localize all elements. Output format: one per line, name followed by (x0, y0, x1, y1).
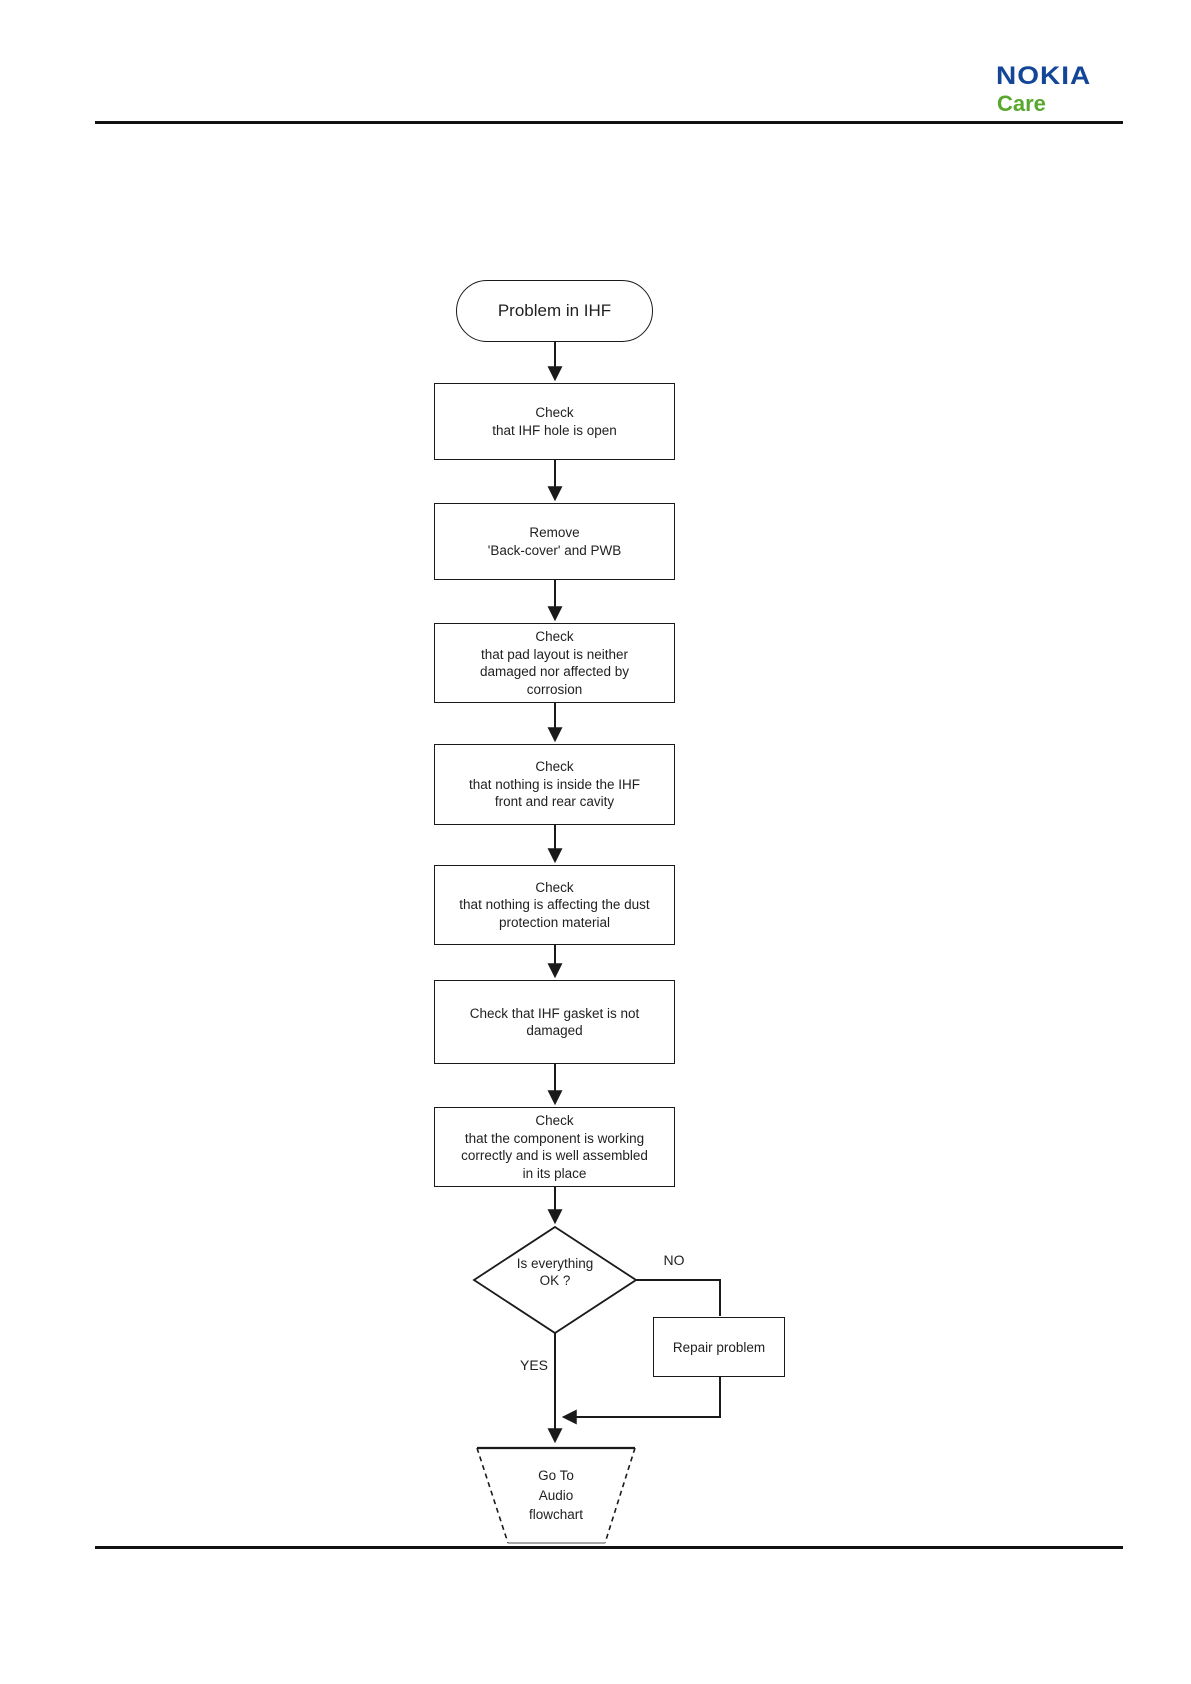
step-text-line: 'Back-cover' and PWB (487, 542, 622, 558)
no-branch-line (636, 1279, 721, 1316)
start-terminator: Problem in IHF (456, 280, 653, 342)
flow-arrows (547, 342, 721, 1444)
terminal-trapezoid-shape (476, 1446, 636, 1544)
step-remove-back-cover: Remove 'Back-cover' and PWB (434, 503, 675, 580)
step-text-line: in its place (522, 1165, 587, 1181)
step-text-line: protection material (498, 914, 611, 930)
repair-problem-label: Repair problem (672, 1339, 766, 1355)
step-text-line: damaged (526, 1023, 583, 1038)
step-text-line: Check (535, 1113, 574, 1128)
header-rule (95, 121, 1123, 124)
decision-diamond-shape (472, 1225, 638, 1335)
terminal-text-line: flowchart (528, 1507, 584, 1522)
step-check-pad-layout: Check that pad layout is neither damaged… (434, 623, 675, 703)
repair-problem-box: Repair problem (653, 1317, 785, 1377)
decision-is-everything-ok: Is everything OK ? (474, 1255, 636, 1289)
decision-text-line: Is everything (516, 1256, 594, 1271)
terminal-text-line: Audio (538, 1487, 574, 1503)
step-text-line: Remove (529, 525, 580, 540)
step-text-line: corrosion (526, 681, 583, 697)
repair-return-line (561, 1377, 721, 1425)
nokia-logo: NOKIA (996, 62, 1092, 90)
step-text-line: that nothing is inside the IHF (468, 776, 641, 792)
footer-rule (95, 1546, 1123, 1549)
terminal-text-line: Go To (538, 1468, 574, 1483)
step-check-component: Check that the component is working corr… (434, 1107, 675, 1187)
step-check-ihf-gasket: Check that IHF gasket is not damaged (434, 980, 675, 1064)
step-text-line: damaged nor affected by (479, 664, 630, 679)
step-text-line: Check (535, 759, 574, 775)
step-text-line: that pad layout is neither (480, 646, 629, 662)
step-text-line: Check (535, 879, 574, 895)
step-check-ihf-cavity: Check that nothing is inside the IHF fro… (434, 744, 675, 825)
start-label: Problem in IHF (497, 301, 612, 320)
step-text-line: that IHF hole is open (492, 422, 617, 438)
decision-text-line: OK ? (539, 1273, 571, 1288)
step-check-ihf-hole: Check that IHF hole is open (434, 383, 675, 460)
nokia-care-logo: Care (997, 91, 1046, 116)
step-check-dust-protection: Check that nothing is affecting the dust… (434, 865, 675, 945)
step-text-line: front and rear cavity (494, 794, 615, 810)
step-text-line: Check (535, 405, 574, 420)
step-text-line: correctly and is well assembled (461, 1148, 648, 1163)
step-text-line: Check that IHF gasket is not (469, 1005, 640, 1021)
step-text-line: Check (535, 629, 574, 644)
step-text-line: that the component is working (464, 1130, 645, 1146)
yes-label: YES (519, 1357, 548, 1373)
terminal-go-to-audio: Go To Audio flowchart (477, 1466, 635, 1525)
no-label: NO (663, 1252, 685, 1268)
step-text-line: that nothing is affecting the dust (459, 897, 650, 913)
